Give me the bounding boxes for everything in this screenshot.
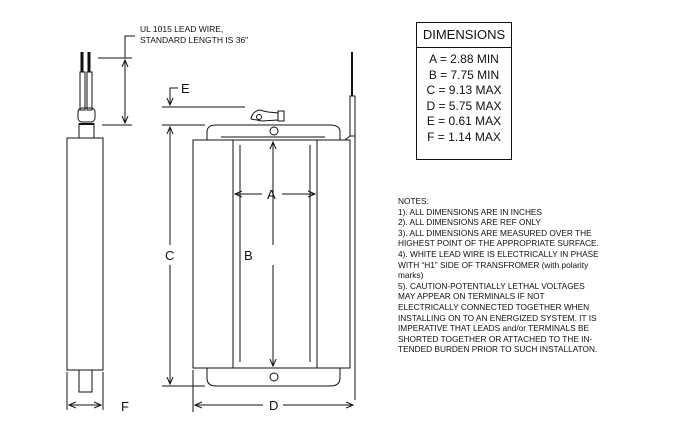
dimension-row: C = 9.13 MAX	[426, 83, 502, 97]
label-d: D	[269, 398, 279, 413]
note-line: 5). CAUTION-POTENTIALLY LETHAL VOLTAGES	[398, 280, 585, 291]
lead-note-line: UL 1015 LEAD WIRE,	[140, 24, 224, 34]
note-line: HIGHEST POINT OF THE APPROPRIATE SURFACE…	[398, 238, 599, 249]
dimension-c	[162, 127, 205, 387]
label-e: E	[181, 81, 190, 96]
notes-block: NOTES: 1). ALL DIMENSIONS ARE IN INCHES …	[398, 196, 599, 355]
note-line: marks)	[398, 270, 424, 281]
dimension-e	[162, 87, 245, 126]
dimension-row: B = 7.75 MIN	[428, 67, 500, 82]
dimension-f	[66, 372, 104, 410]
label-b: B	[244, 248, 253, 263]
dimension-row: F = 1.14 MAX	[427, 129, 501, 144]
note-line: 3). ALL DIMENSIONS ARE MEASURED OVER THE	[398, 227, 592, 238]
label-f: F	[121, 399, 129, 414]
note-line: 4). WHITE LEAD WIRE IS ELECTRICALLY IN P…	[398, 248, 599, 259]
lead-note-line: STANDARD LENGTH IS 36"	[140, 35, 249, 45]
note-line: NOTES:	[398, 196, 429, 206]
dimension-row: A = 2.88 MIN	[429, 52, 499, 66]
label-a: A	[267, 187, 276, 202]
dimensions-table: DIMENSIONS A = 2.88 MIN B = 7.75 MIN C =…	[416, 22, 512, 160]
note-line: WITH “H1” SIDE OF TRANSFROMER (with pola…	[398, 259, 589, 270]
note-line: ELECTRICALLY CONNECTED TOGETHER WHEN	[398, 301, 590, 312]
dimension-d	[192, 370, 353, 412]
label-c: C	[165, 248, 175, 263]
note-line: INSTALLING ON TO AN ENERGIZED SYSTEM. IT…	[398, 312, 597, 323]
dimension-row: D = 5.75 MAX	[426, 98, 502, 113]
note-line: MAY APPEAR ON TERMINALS IF NOT	[398, 291, 545, 302]
note-line: 1). ALL DIMENSIONS ARE IN INCHES	[398, 206, 543, 217]
lead-wire-note: UL 1015 LEAD WIRE, STANDARD LENGTH IS 36…	[140, 24, 248, 46]
note-line: TENDED BURDEN PRIOR TO SUCH INSTALLATON.	[398, 344, 598, 355]
note-line: SHORTED TOGETHER OR ATTACHED TO THE IN-	[398, 333, 593, 344]
lead-length-dimension	[98, 35, 135, 126]
dimension-row: E = 0.61 MAX	[426, 114, 502, 128]
dimensions-title: DIMENSIONS	[417, 23, 511, 48]
note-line: 2). ALL DIMENSIONS ARE REF ONLY	[398, 217, 541, 228]
front-view	[192, 52, 356, 400]
note-line: IMPERATIVE THAT LEADS and/or TERMINALS B…	[398, 323, 590, 334]
side-view	[66, 52, 104, 393]
